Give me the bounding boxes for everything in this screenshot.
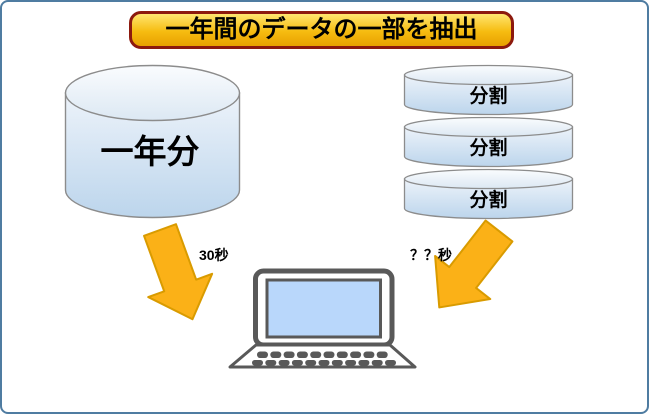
split-database-cylinder-icon: 分割 bbox=[403, 168, 574, 220]
split-database-cylinder-icon: 分割 bbox=[403, 64, 574, 116]
title-banner: 一年間のデータの一部を抽出 bbox=[129, 11, 514, 49]
laptop-screen bbox=[265, 278, 382, 339]
title-banner-label: 一年間のデータの一部を抽出 bbox=[165, 16, 478, 43]
split-database-cylinder-icon: 分割 bbox=[403, 116, 574, 168]
split-database-label: 分割 bbox=[469, 84, 507, 107]
year-database-label: 一年分 bbox=[101, 133, 200, 170]
laptop-keys bbox=[252, 351, 396, 366]
year-database-cylinder-icon: 一年分 bbox=[64, 64, 241, 219]
split-database-label: 分割 bbox=[469, 188, 507, 211]
laptop-icon bbox=[228, 268, 417, 369]
right-transfer-arrow-icon bbox=[434, 219, 514, 309]
left-arrow-duration-label: 30秒 bbox=[199, 247, 229, 263]
split-database-label: 分割 bbox=[469, 136, 507, 159]
right-arrow-duration-label: ？？秒 bbox=[410, 247, 452, 263]
left-transfer-arrow-icon bbox=[143, 223, 214, 321]
